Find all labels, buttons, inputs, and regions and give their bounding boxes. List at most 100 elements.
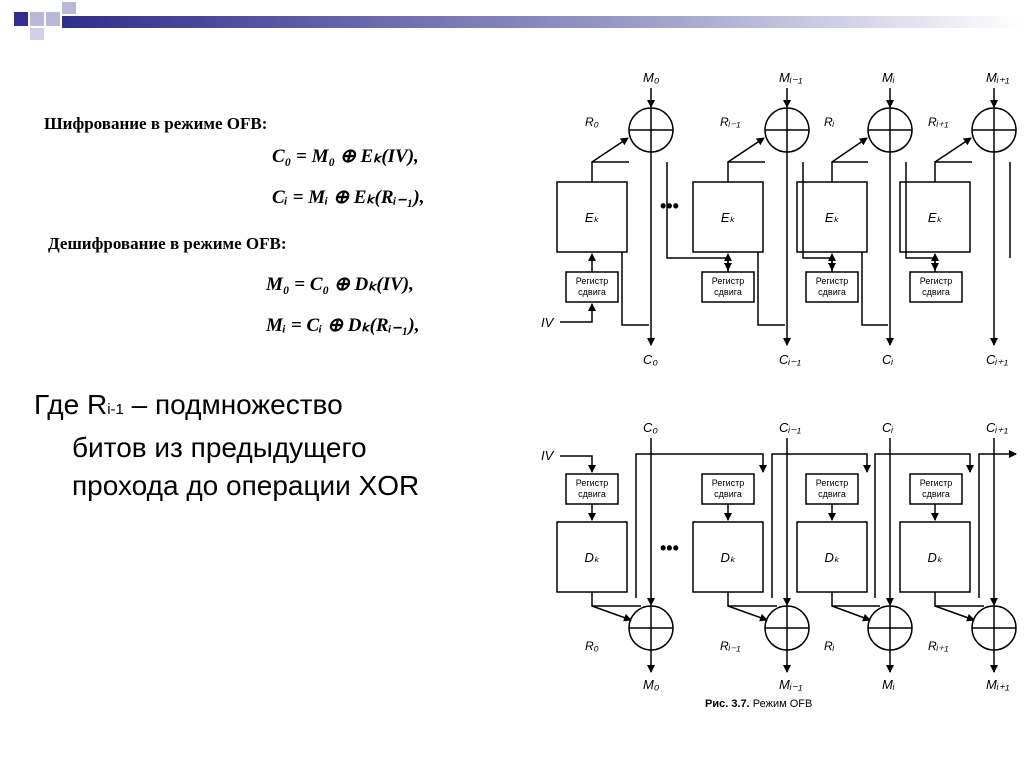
c-label: Cᵢ₋₁ bbox=[779, 420, 801, 435]
shift-register bbox=[565, 271, 619, 303]
r-label: Rᵢ₊₁ bbox=[928, 115, 948, 129]
arrow-iv bbox=[560, 455, 596, 473]
feedback-arrow bbox=[635, 453, 767, 598]
deco-square bbox=[30, 12, 44, 26]
m-label: Mᵢ bbox=[882, 677, 895, 692]
feedback-arrow bbox=[905, 162, 939, 271]
r-label: Rᵢ₋₁ bbox=[720, 639, 740, 653]
block-label: Dₖ bbox=[928, 550, 943, 565]
connector-line bbox=[727, 161, 765, 182]
encrypt-formula-2: Cᵢ = Mᵢ ⊕ Eₖ(Rᵢ₋₁), bbox=[272, 187, 425, 208]
ellipsis: ••• bbox=[660, 196, 679, 216]
m-label: Mᵢ₊₁ bbox=[986, 677, 1009, 692]
shift-register bbox=[565, 473, 619, 505]
encrypt-block bbox=[796, 181, 868, 253]
feedback-arrow bbox=[802, 162, 836, 271]
block-label: Eₖ bbox=[928, 210, 943, 225]
shift-register-label: Регистр bbox=[712, 276, 745, 286]
shift-register-label: сдвига bbox=[818, 287, 846, 297]
arrow-r-xor bbox=[831, 137, 868, 163]
arrow-r-xor bbox=[934, 605, 975, 622]
note-line-2: битов из предыдущего bbox=[72, 432, 367, 463]
shift-register-label: Регистр bbox=[712, 478, 745, 488]
feedback-line bbox=[861, 252, 888, 326]
r-label: Rᵢ bbox=[824, 639, 835, 653]
header-decoration bbox=[14, 2, 1022, 40]
encrypt-block bbox=[899, 181, 971, 253]
r-label: Rᵢ bbox=[824, 115, 835, 129]
connector-line bbox=[934, 161, 972, 182]
block-label: Dₖ bbox=[585, 550, 600, 565]
feedback-arrow bbox=[874, 453, 974, 598]
arrow-r-xor bbox=[831, 605, 871, 622]
m-label: Mᵢ₋₁ bbox=[779, 70, 802, 85]
decrypt-formula-2: Mᵢ = Cᵢ ⊕ Dₖ(Rᵢ₋₁), bbox=[266, 315, 420, 336]
shift-register-label: Регистр bbox=[920, 478, 953, 488]
shift-register-label: сдвига bbox=[578, 489, 606, 499]
block-label: Eₖ bbox=[825, 210, 840, 225]
deco-square bbox=[30, 28, 44, 40]
c-label: Cᵢ₊₁ bbox=[986, 352, 1008, 367]
deco-square bbox=[46, 12, 60, 26]
arrow-r-xor bbox=[727, 137, 765, 163]
deco-square bbox=[62, 2, 76, 14]
m-label: Mᵢ₋₁ bbox=[779, 677, 802, 692]
iv-label: IV bbox=[541, 315, 555, 330]
connector-line bbox=[727, 592, 777, 607]
c-label: Cᵢ₋₁ bbox=[779, 352, 801, 367]
note-rest: – подмножество bbox=[123, 389, 343, 420]
shift-register bbox=[701, 473, 755, 505]
shift-register-label: Регистр bbox=[576, 478, 609, 488]
shift-register-label: сдвига bbox=[578, 287, 606, 297]
feedback-line bbox=[621, 252, 649, 326]
shift-register-label: сдвига bbox=[714, 287, 742, 297]
note-line-3: прохода до операции XOR bbox=[72, 470, 420, 501]
ellipsis: ••• bbox=[660, 538, 679, 558]
decrypt-block bbox=[899, 521, 971, 593]
block-label: Eₖ bbox=[721, 210, 736, 225]
r-label: R₀ bbox=[585, 115, 599, 129]
caption-number: Рис. 3.7. bbox=[705, 698, 750, 710]
decrypt-formula-1: M₀ = C₀ ⊕ Dₖ(IV), bbox=[266, 274, 414, 295]
explanation-note: Где Ri-1 – подмножество битов из предыду… bbox=[34, 386, 514, 505]
c-label: Cᵢ₊₁ bbox=[986, 420, 1008, 435]
arrow-r-xor bbox=[934, 137, 972, 163]
r-label: R₀ bbox=[585, 639, 599, 653]
shift-register-label: сдвига bbox=[818, 489, 846, 499]
note-subscript: i-1 bbox=[107, 401, 124, 418]
encrypt-block bbox=[692, 181, 764, 253]
connector-line bbox=[831, 161, 868, 182]
arrow-r-xor bbox=[727, 605, 768, 622]
block-label: Dₖ bbox=[825, 550, 840, 565]
m-label: M₀ bbox=[643, 70, 660, 85]
m-label: Mᵢ bbox=[882, 70, 895, 85]
c-label: Cᵢ bbox=[882, 420, 893, 435]
feedback-arrow bbox=[666, 162, 732, 271]
feedback-arrow bbox=[771, 453, 871, 598]
m-label: Mᵢ₊₁ bbox=[986, 70, 1009, 85]
shift-register-label: сдвига bbox=[922, 287, 950, 297]
decrypt-block bbox=[796, 521, 868, 593]
iv-label: IV bbox=[541, 448, 555, 463]
shift-register-label: сдвига bbox=[714, 489, 742, 499]
block-label: Eₖ bbox=[585, 210, 600, 225]
c-label: Cᵢ bbox=[882, 352, 893, 367]
shift-register bbox=[909, 271, 963, 303]
r-label: Rᵢ₊₁ bbox=[928, 639, 948, 653]
arrow-r-xor bbox=[591, 605, 632, 622]
shift-register-label: Регистр bbox=[816, 276, 849, 286]
feedback-line bbox=[757, 252, 785, 326]
shift-register-label: сдвига bbox=[922, 489, 950, 499]
shift-register bbox=[805, 271, 859, 303]
caption-text: Режим OFB bbox=[749, 698, 813, 710]
encrypt-formula-1: C₀ = M₀ ⊕ Eₖ(IV), bbox=[272, 146, 419, 167]
decrypt-block bbox=[692, 521, 764, 593]
figure-caption: Рис. 3.7. Режим OFB bbox=[705, 698, 812, 710]
r-label: Rᵢ₋₁ bbox=[720, 115, 740, 129]
feedback-arrow bbox=[978, 450, 1017, 598]
connector-line bbox=[591, 592, 641, 607]
note-line-1: Где Ri-1 – подмножество bbox=[34, 386, 514, 429]
m-label: M₀ bbox=[643, 677, 660, 692]
connector-line bbox=[591, 161, 629, 182]
